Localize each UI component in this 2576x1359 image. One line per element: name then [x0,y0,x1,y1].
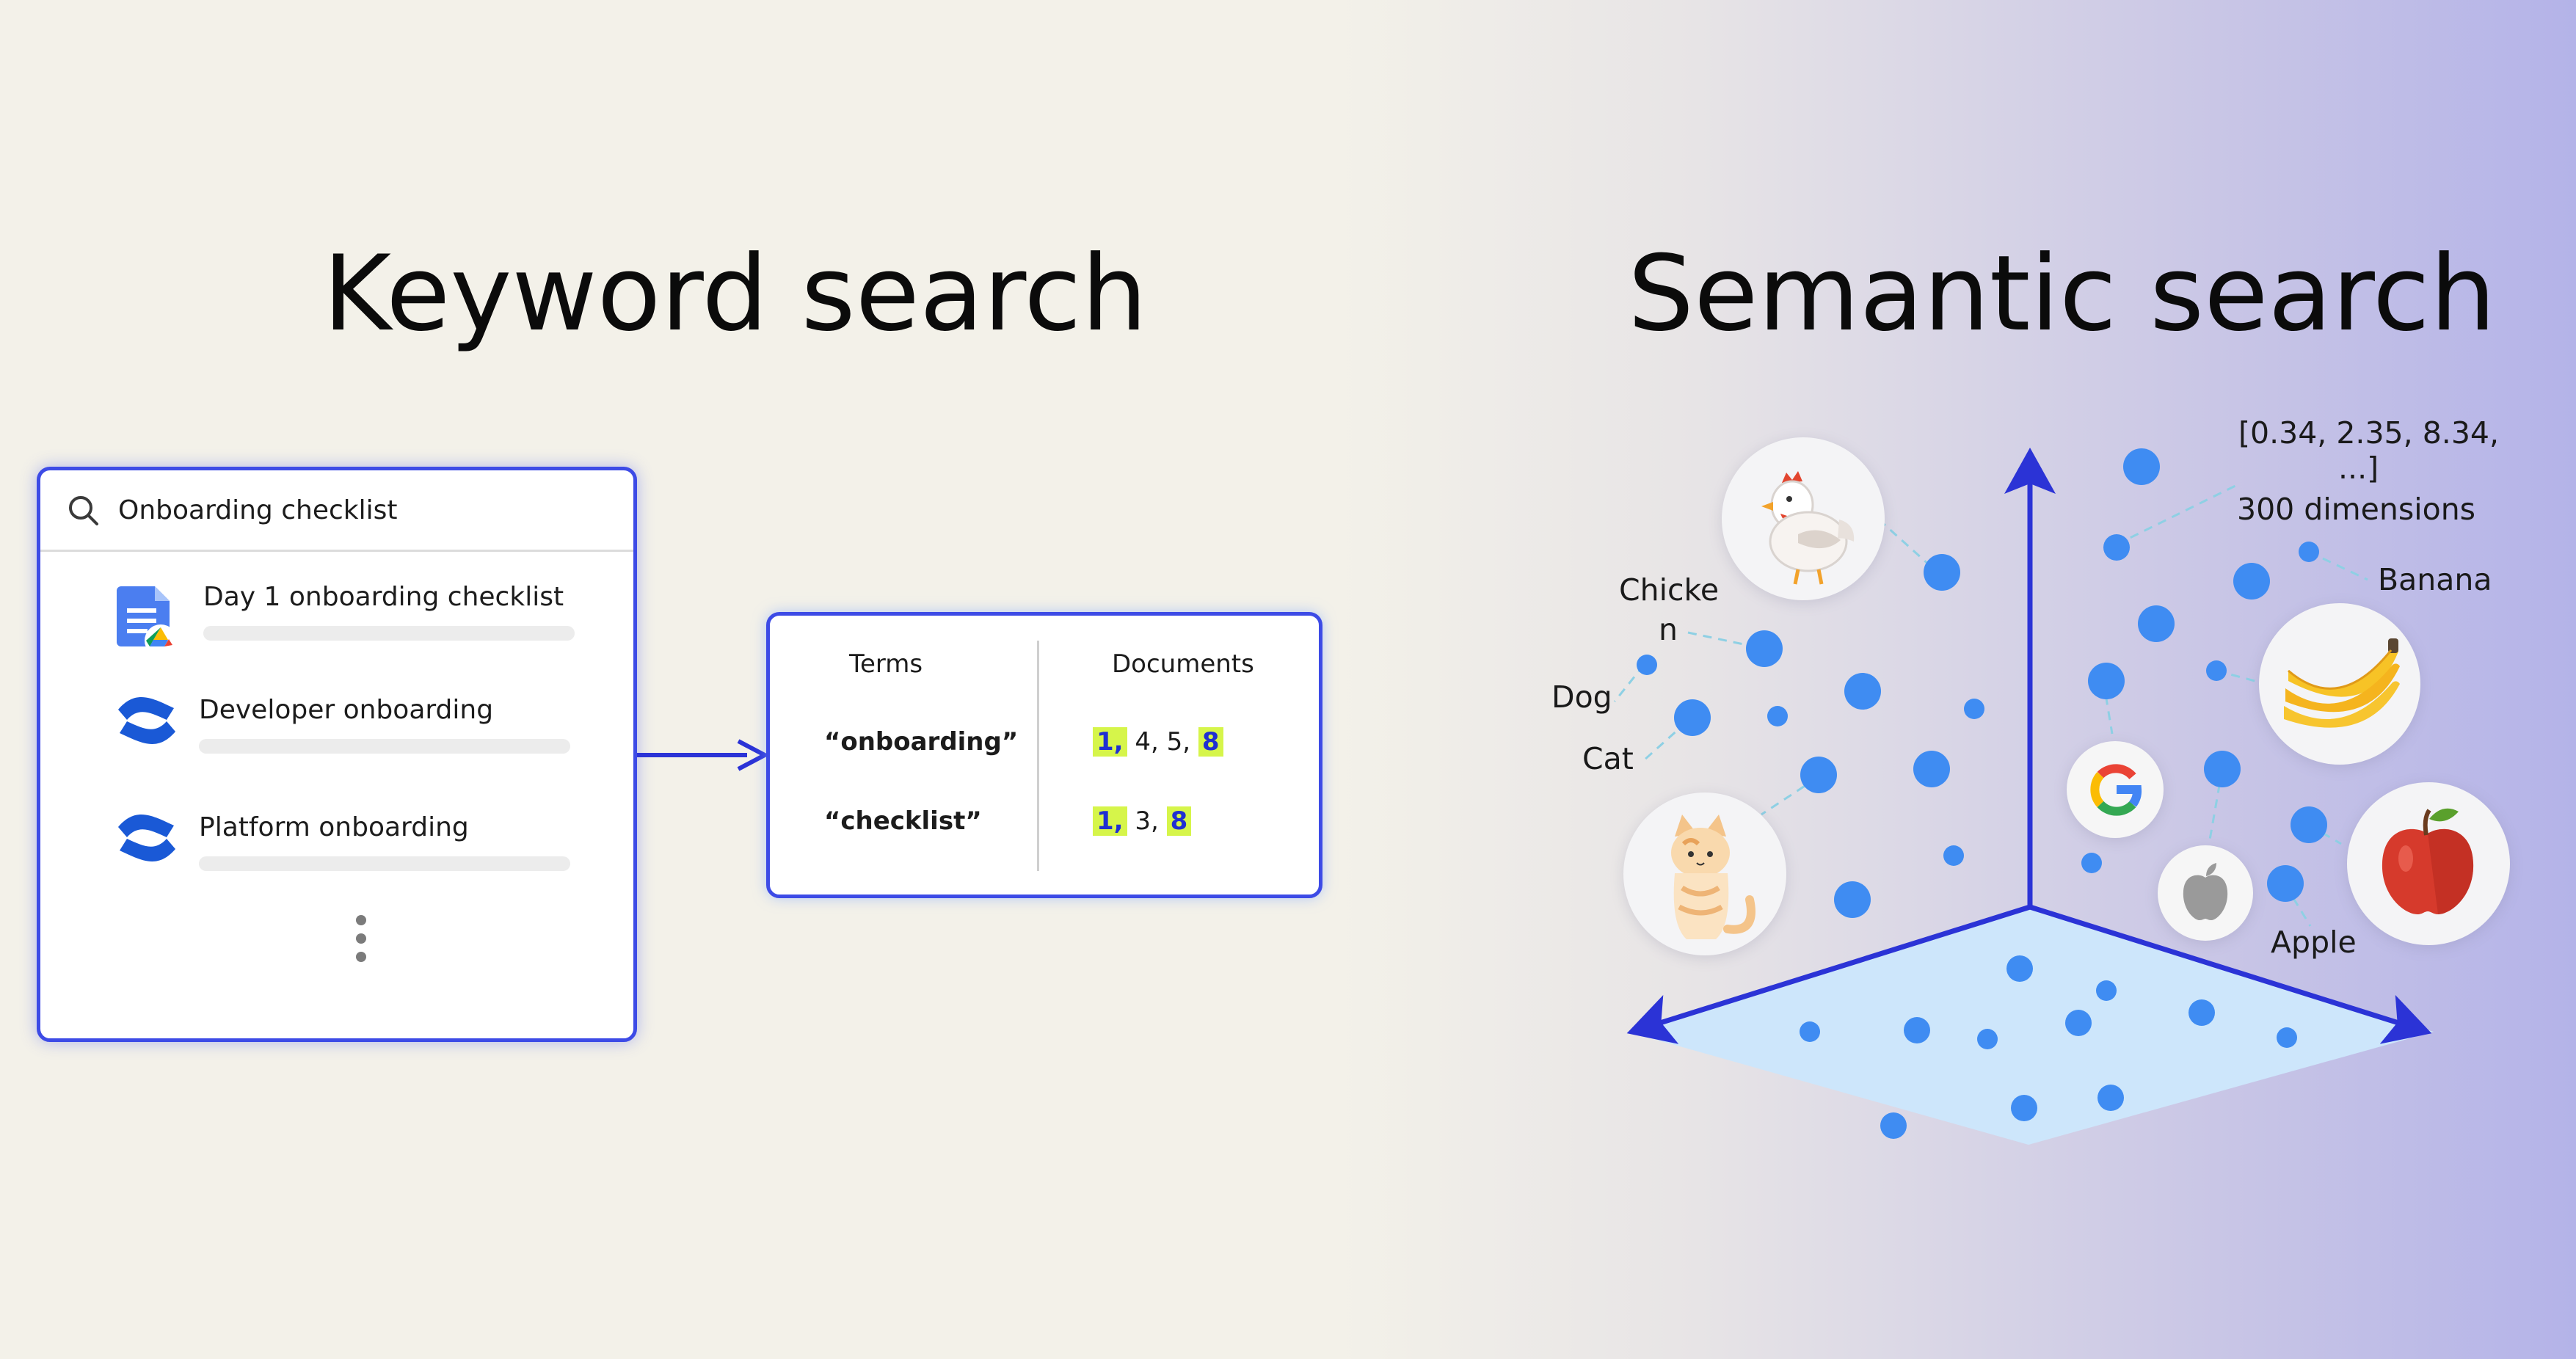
x-axis [1626,904,2031,1044]
search-input[interactable]: Onboarding checklist [118,495,398,525]
apple-label: Apple [2271,925,2357,960]
dog-label: Dog [1551,680,1612,715]
documents-header: Documents [1112,649,1254,679]
apple-logo-icon [2158,845,2253,941]
vector-text: [0.34, 2.35, 8.34, [2238,415,2500,451]
confluence-icon [118,697,175,744]
chicken-icon [1722,437,1885,600]
result-placeholder-bar [199,856,570,871]
apple-fruit-icon [2347,782,2510,945]
result-label: Day 1 onboarding checklist [203,582,564,612]
semantic-search-title: Semantic search [1628,233,2496,354]
google-docs-drive-icon [117,586,177,655]
doc-id-highlight: 1, [1093,806,1127,836]
keyword-search-title: Keyword search [323,233,1148,354]
chicken-label: Chicke [1619,572,1720,608]
search-result-item[interactable]: Platform onboarding [40,812,633,908]
index-documents: 1, 3, 8 [1093,806,1192,836]
cat-icon [1623,793,1786,955]
doc-id-highlight: 1, [1093,727,1127,757]
banana-icon [2259,603,2420,765]
terms-header: Terms [849,649,923,679]
embedding-points [1637,448,2327,1139]
cat-label: Cat [1582,741,1634,776]
vector-text-continued: ...] [2338,451,2379,486]
confluence-icon [118,815,175,861]
search-result-item[interactable]: Developer onboarding [40,695,633,790]
search-icon [69,496,98,525]
index-term: “onboarding” [824,727,1019,757]
column-divider [1037,641,1039,871]
search-bar[interactable]: Onboarding checklist [40,470,633,552]
chicken-label-wrap: n [1659,612,1678,647]
inverted-index-table: Terms Documents “onboarding” 1, 4, 5, 8 … [766,612,1322,898]
google-icon [2067,741,2164,838]
result-label: Platform onboarding [199,812,469,842]
result-placeholder-bar [199,739,570,754]
doc-ids: 4, 5, [1127,727,1198,757]
dimensions-label: 300 dimensions [2237,492,2476,527]
search-results-panel: Onboarding checklist Day 1 onboarding ch… [37,467,637,1042]
doc-id-highlight: 8 [1198,727,1223,757]
right-arrow-icon [637,739,769,771]
vertical-ellipsis-icon[interactable] [356,915,366,970]
index-term: “checklist” [824,806,982,836]
search-result-item[interactable]: Day 1 onboarding checklist [40,582,633,677]
embedding-plane [1628,907,2434,1145]
result-placeholder-bar [203,626,575,641]
doc-ids: 3, [1127,806,1167,836]
result-label: Developer onboarding [199,695,494,725]
index-documents: 1, 4, 5, 8 [1093,727,1223,757]
y-axis [2029,904,2432,1044]
doc-id-highlight: 8 [1166,806,1192,836]
banana-label: Banana [2378,562,2492,597]
